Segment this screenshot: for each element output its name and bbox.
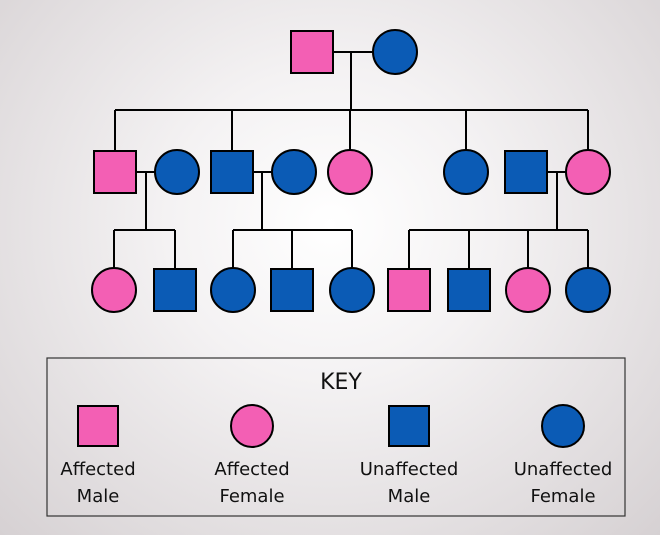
gen3-affected-female-8 [505,267,551,313]
key-label-4-line1: Unaffected [514,459,613,480]
gen3-unaffected-female-3 [210,267,256,313]
key-label-4-line2: Female [530,486,595,507]
gen2-affected-female-5 [327,149,373,195]
key-unaffected-circle-icon [541,404,585,448]
gen3-unaffected-male-2 [153,268,197,312]
key-title: KEY [320,370,362,395]
gen3-unaffected-female-9 [565,267,611,313]
gen2-affected-female-8 [565,149,611,195]
gen3-unaffected-male-4 [270,268,314,312]
key-label-2-line1: Affected [214,459,289,480]
key-label-1-line1: Affected [60,459,135,480]
gen3-unaffected-male-7 [447,268,491,312]
key-label-3-line2: Male [388,486,431,507]
gen2-unaffected-male-3 [210,150,254,194]
gen3-affected-male-6 [387,268,431,312]
gen2-unaffected-male-7 [504,150,548,194]
gen2-unaffected-female-4 [271,149,317,195]
key-box [46,357,626,517]
key-label-1-line2: Male [77,486,120,507]
pedigree-lines [113,51,589,268]
key-affected-square-icon [77,405,119,447]
key-unaffected-square-icon [388,405,430,447]
gen1-unaffected-female-2 [372,29,418,75]
gen3-unaffected-female-5 [329,267,375,313]
gen2-unaffected-female-2 [154,149,200,195]
key-affected-circle-icon [230,404,274,448]
gen3-affected-female-1 [91,267,137,313]
gen2-unaffected-female-6 [443,149,489,195]
gen1-affected-male-1 [290,30,334,74]
key-label-3-line1: Unaffected [360,459,459,480]
pedigree-symbols [91,29,611,313]
key-label-2-line2: Female [219,486,284,507]
gen2-affected-male-1 [93,150,137,194]
